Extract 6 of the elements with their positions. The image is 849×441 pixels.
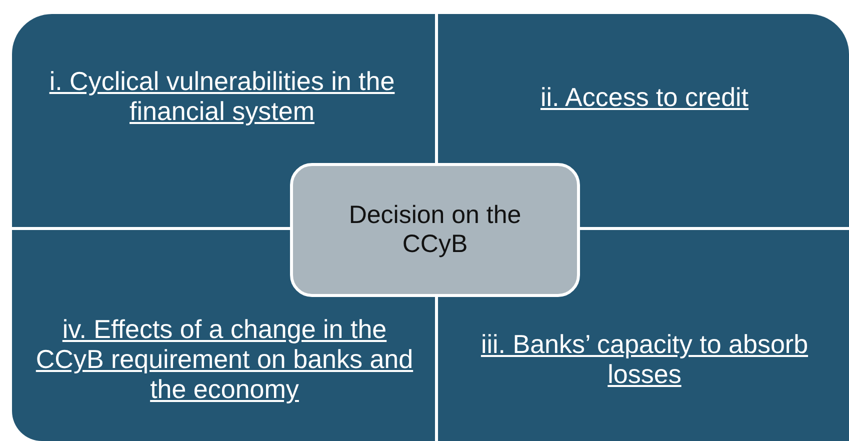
topic-link: iii. Banks’ capacity to absorb losses: [452, 329, 837, 389]
topic-link: iv. Effects of a change in the CCyB requirement on banks and the economy: [27, 314, 422, 404]
topic-link: i. Cyclical vulnerabilities in the financial system: [32, 66, 412, 126]
decision-box: [290, 163, 580, 297]
topic-link: ii. Access to credit: [452, 82, 837, 112]
decision-label: Decision on the CCyB: [348, 201, 522, 259]
